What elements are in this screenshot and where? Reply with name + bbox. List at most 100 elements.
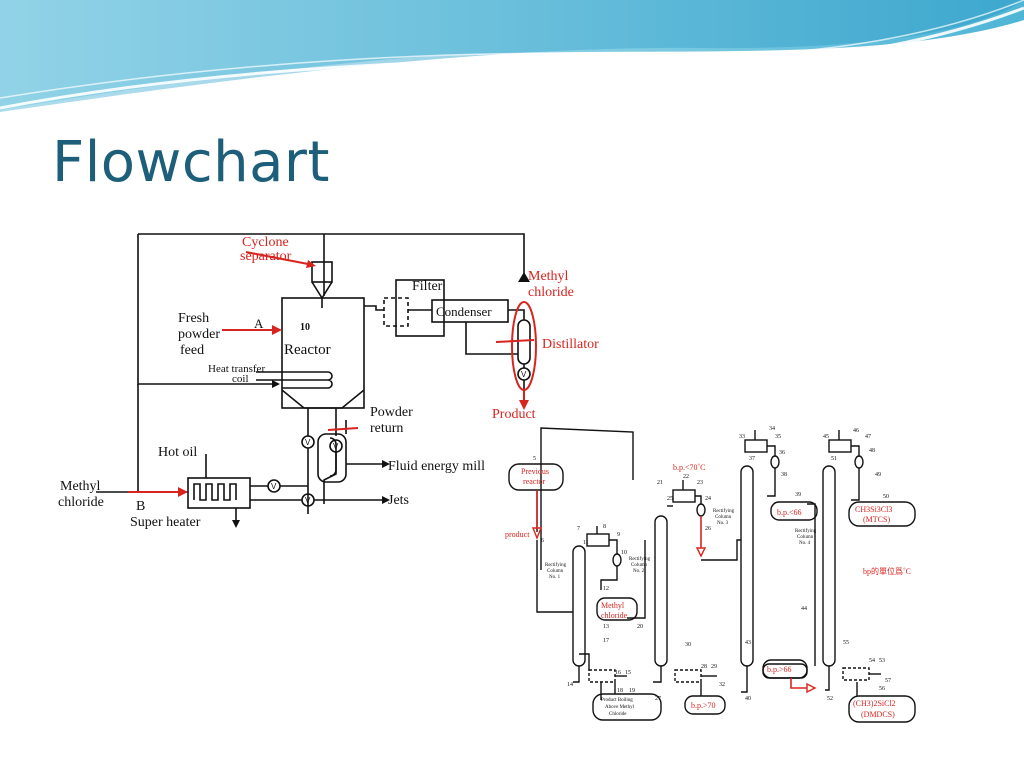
stream-22: 22 (683, 474, 689, 480)
stream-46: 46 (853, 428, 859, 434)
stream-50: 50 (883, 494, 889, 500)
column-4-label-3: No. 4 (799, 541, 811, 546)
powder-return-label-1: Powder (370, 405, 413, 420)
stream-16: 16 (615, 670, 621, 676)
jets-label: Jets (388, 493, 409, 508)
fluid-energy-mill-label: Fluid energy mill (388, 459, 485, 474)
stream-17: 17 (603, 638, 609, 644)
distillator-label: Distillator (542, 337, 599, 352)
fresh-powder-feed-label-3: feed (180, 343, 204, 358)
column-2-label-3: No. 2 (633, 569, 645, 574)
stream-18: 18 (617, 688, 623, 694)
stream-57: 57 (885, 678, 891, 684)
super-heater-label: Super heater (130, 515, 201, 530)
stream-14: 14 (567, 682, 573, 688)
slide-title: Flowchart (52, 130, 330, 195)
valve-label-1: V (305, 438, 311, 447)
mtcs-label-1: CH3Si3Cl3 (855, 505, 892, 514)
column-1-label-2: Column (547, 569, 564, 574)
stream-15: 15 (625, 670, 631, 676)
column-4-label-2: Column (797, 535, 814, 540)
stream-24: 24 (705, 496, 711, 502)
reactor-number: 10 (300, 322, 310, 333)
stream-52: 52 (827, 696, 833, 702)
valve-label-3: V (521, 370, 527, 379)
stream-55: 55 (843, 640, 849, 646)
methyl-chloride-label-2: chloride (601, 611, 628, 620)
stream-40: 40 (745, 696, 751, 702)
product-label: Product (492, 407, 536, 422)
dmdcs-label-2: (DMDCS) (861, 710, 895, 719)
stream-32: 32 (719, 682, 725, 688)
stream-28: 28 (701, 664, 707, 670)
stream-13: 13 (603, 624, 609, 630)
header-wave-highlight (0, 6, 1024, 110)
rectifying-columns-diagram: Previous reactor product b.p.<70˚C b.p.<… (505, 420, 975, 730)
valve-label-2: V (333, 442, 339, 451)
methyl-chloride-label-1: Methyl (601, 601, 625, 610)
bp-lt-70-label: b.p.<70˚C (673, 463, 706, 472)
bp-lt-66-label: b.p.<66 (777, 508, 802, 517)
product-boiling-label-3: Chloride (609, 712, 627, 717)
stream-43: 43 (745, 640, 751, 646)
stream-23: 23 (697, 480, 703, 486)
valve-label-4: V (271, 482, 277, 491)
product-boiling-label-2: Above Methyl (605, 705, 635, 710)
product-outlet-label: product (505, 530, 530, 539)
bp-unit-note: bp的單位爲˚C (863, 566, 911, 576)
cyclone-separator-label-1: Cyclone (242, 235, 289, 250)
filter-label: Filter (412, 279, 443, 294)
stream-10: 10 (621, 550, 627, 556)
stream-39: 39 (795, 492, 801, 498)
stream-6: 6 (541, 538, 544, 544)
valve-label-5: V (305, 496, 311, 505)
stream-29: 29 (711, 664, 717, 670)
stream-9: 9 (617, 532, 620, 538)
fresh-powder-feed-label-2: powder (178, 327, 220, 342)
stream-51: 51 (831, 456, 837, 462)
hot-oil-label: Hot oil (158, 445, 197, 460)
stream-12: 12 (603, 586, 609, 592)
column-2-label-1: Rectifying (629, 557, 651, 562)
stream-19: 19 (629, 688, 635, 694)
header-wave-front (0, 0, 1024, 112)
stream-27: 27 (655, 696, 661, 702)
powder-return-label-2: return (370, 421, 403, 436)
stream-47: 47 (865, 434, 871, 440)
stream-30: 30 (685, 642, 691, 648)
stream-25: 25 (667, 496, 673, 502)
stream-53: 53 (879, 658, 885, 664)
methyl-chloride-in-label-2: chloride (58, 495, 104, 510)
stream-21: 21 (657, 480, 663, 486)
previous-reactor-label-2: reactor (523, 477, 546, 486)
stream-44: 44 (801, 606, 807, 612)
mtcs-label-2: (MTCS) (863, 515, 890, 524)
stream-34: 34 (769, 426, 775, 432)
column-1-label-3: No. 1 (549, 575, 561, 580)
product-boiling-label-1: Product Boiling (601, 698, 633, 703)
reactor-label: Reactor (284, 342, 331, 358)
stream-37: 37 (749, 456, 755, 462)
cyclone-separator-label-2: separator (240, 249, 292, 264)
stream-54: 54 (869, 658, 875, 664)
condenser-label: Condenser (436, 304, 492, 319)
stream-56: 56 (879, 686, 885, 692)
stream-45: 45 (823, 434, 829, 440)
stream-33: 33 (739, 434, 745, 440)
stream-5: 5 (533, 456, 536, 462)
methyl-chloride-out-label-1: Methyl (528, 269, 569, 284)
stream-8: 8 (603, 524, 606, 530)
heat-transfer-coil-label-1: Heat transfer (208, 363, 265, 375)
column-3-label-1: Rectifying (713, 509, 735, 514)
bp-gt-66-label: b.p.>66 (767, 665, 792, 674)
stream-38: 38 (781, 472, 787, 478)
column-3-label-2: Column (715, 515, 732, 520)
stream-35: 35 (775, 434, 781, 440)
methyl-chloride-out-label-2: chloride (528, 285, 574, 300)
label-a: A (254, 316, 264, 331)
stream-26: 26 (705, 526, 711, 532)
bp-gt-70-label: b.p.>70 (691, 701, 716, 710)
stream-49: 49 (875, 472, 881, 478)
column-2-label-2: Column (631, 563, 648, 568)
